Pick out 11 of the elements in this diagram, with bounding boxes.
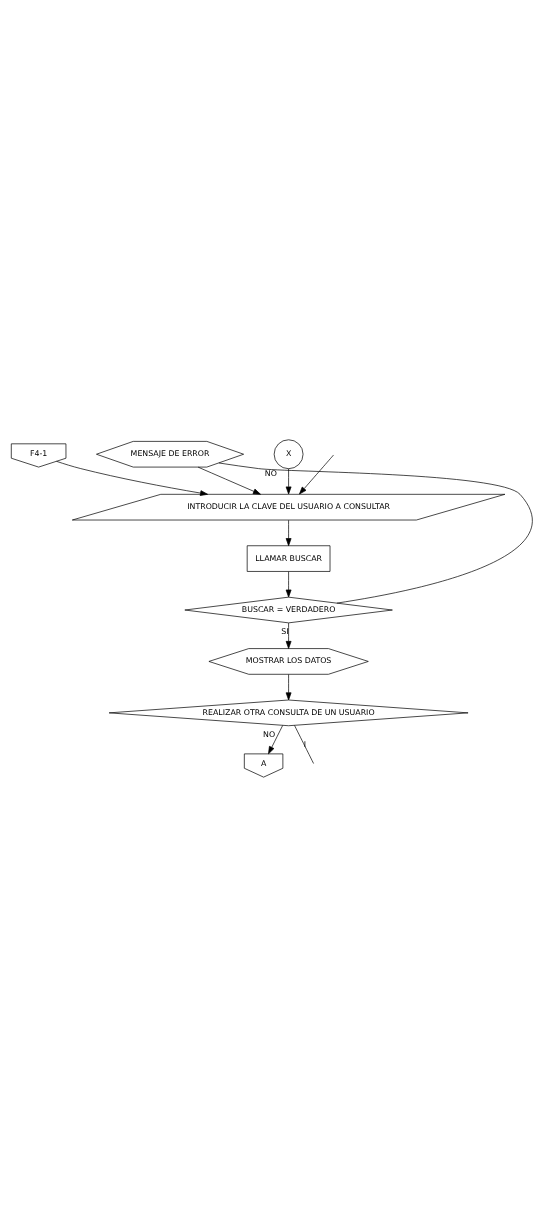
arrow: [285, 468, 292, 495]
arrow: [285, 571, 292, 598]
connector: [218, 462, 533, 604]
arrow: [285, 519, 292, 547]
arrow: [268, 725, 284, 755]
arrow: [197, 466, 261, 495]
arrow: [56, 460, 208, 496]
arrow: [285, 622, 292, 649]
arrow: [285, 674, 292, 701]
connector: [294, 725, 314, 764]
arrow: [299, 454, 334, 495]
